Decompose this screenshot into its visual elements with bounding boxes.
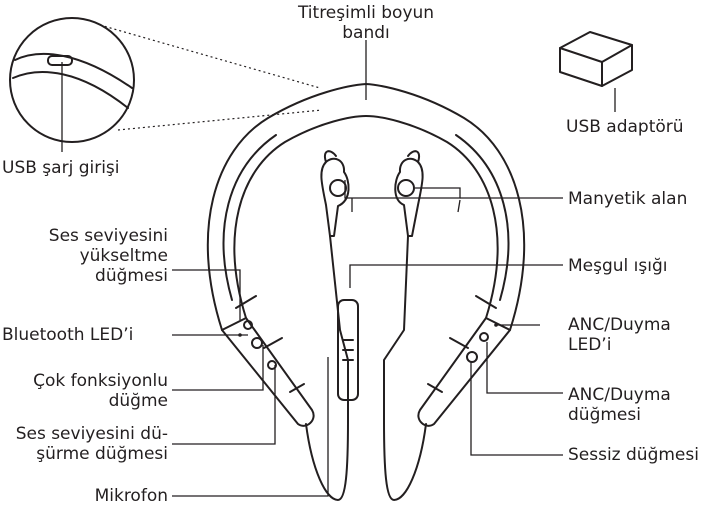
label-bt-led: Bluetooth LED’i: [2, 325, 133, 345]
multifunction-button-mark: [252, 338, 262, 348]
left-cable: [306, 380, 348, 500]
label-anc-button: ANC/Duyma düğmesi: [568, 385, 671, 425]
label-magnetic: Manyetik alan: [568, 189, 687, 209]
label-anc-led: ANC/Duyma LED’i: [568, 315, 671, 355]
label-mute: Sessiz düğmesi: [568, 445, 699, 465]
label-volume-up: Ses seviyesini yükseltme düğmesi: [2, 226, 168, 286]
label-microphone: Mikrofon: [2, 486, 168, 506]
label-neckband: Titreşimli boyun bandı: [284, 3, 448, 43]
right-cable: [384, 380, 426, 500]
anc-button-mark: [480, 333, 488, 341]
label-usb-adapter: USB adaptörü: [566, 117, 684, 137]
label-usb-charge: USB şarj girişi: [2, 158, 120, 178]
label-multifunction: Çok fonksiyonlu düğme: [2, 371, 168, 411]
label-volume-down: Ses seviyesini dü- şürme düğmesi: [2, 424, 168, 464]
neckband-inner: [234, 116, 497, 318]
neckband-outer: [208, 84, 524, 330]
mute-button-mark: [467, 352, 477, 362]
right-arm: [418, 318, 510, 426]
left-arm: [222, 318, 314, 426]
magnifier-circle: [10, 18, 134, 142]
label-busy-light: Meşgul ışığı: [568, 256, 668, 276]
